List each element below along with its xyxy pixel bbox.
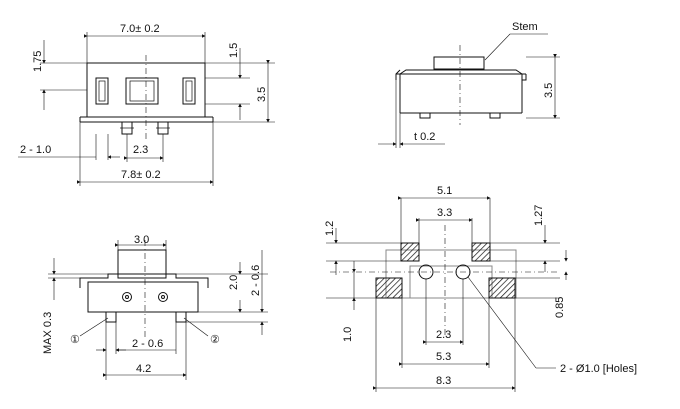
w4-label: 5.3 <box>436 351 451 363</box>
height-label: 3.5 <box>256 87 268 102</box>
h3-label: 0.85 <box>554 297 566 318</box>
right-slot <box>182 77 196 105</box>
marker-1: ① <box>70 334 80 346</box>
terminal-1 <box>105 311 117 323</box>
h2-label: 1.27 <box>533 205 545 226</box>
pin-label: 2 - 0.6 <box>250 265 262 296</box>
top-width-label: 3.0 <box>134 234 149 246</box>
body-top-outline <box>79 273 209 288</box>
top-right-view: Stem 3.5 t 0.2 <box>378 21 560 148</box>
pad-tl <box>400 242 420 262</box>
body-side <box>87 281 199 313</box>
pad-tr <box>471 242 491 262</box>
terminal-2 <box>175 311 187 323</box>
marker-2: ② <box>210 334 220 346</box>
overall-width-label: 7.8± 0.2 <box>121 169 161 181</box>
stem-label: Stem <box>512 21 538 33</box>
height-label-right: 3.5 <box>543 83 555 98</box>
w5-label: 8.3 <box>436 375 451 387</box>
left-slot <box>95 77 109 105</box>
stem-side <box>117 249 167 279</box>
w2-label: 3.3 <box>437 207 452 219</box>
pitch-label-bottom: 2 - 0.6 <box>132 338 163 350</box>
top-left-view: 7.0± 0.2 1.75 1.5 3.5 2 - 1.0 2.3 7.8± 0… <box>18 23 275 186</box>
w1-label: 5.1 <box>437 185 452 197</box>
holes-label: 2 - Ø1.0 [Holes] <box>560 363 637 375</box>
h4-label: 1.0 <box>342 327 354 342</box>
bottom-left-view: 3.0 2.0 2 - 0.6 MAX 0.3 ① ② 2 - 0.6 4.2 <box>42 234 268 380</box>
top-height-label: 1.75 <box>32 51 44 72</box>
bottom-right-view: 5.1 3.3 1.2 1.0 1.27 0.85 2.3 5. <box>324 185 637 392</box>
cover-outline <box>399 69 527 113</box>
stem <box>433 56 485 70</box>
pad-bl <box>375 277 403 299</box>
width-label: 7.0± 0.2 <box>120 23 160 35</box>
h-label: 2.0 <box>228 275 240 290</box>
pitch-label: 2.3 <box>133 144 148 156</box>
thickness-label: t 0.2 <box>414 131 435 143</box>
h1-label: 1.2 <box>324 221 336 236</box>
pin-width-label: 2 - 1.0 <box>20 144 51 156</box>
stem-slot <box>125 77 159 105</box>
pad-br <box>488 277 516 299</box>
w3-label: 2.3 <box>436 329 451 341</box>
max-label: MAX 0.3 <box>42 312 54 354</box>
right-top-label: 1.5 <box>228 43 240 58</box>
width-label-bottom: 4.2 <box>136 363 151 375</box>
